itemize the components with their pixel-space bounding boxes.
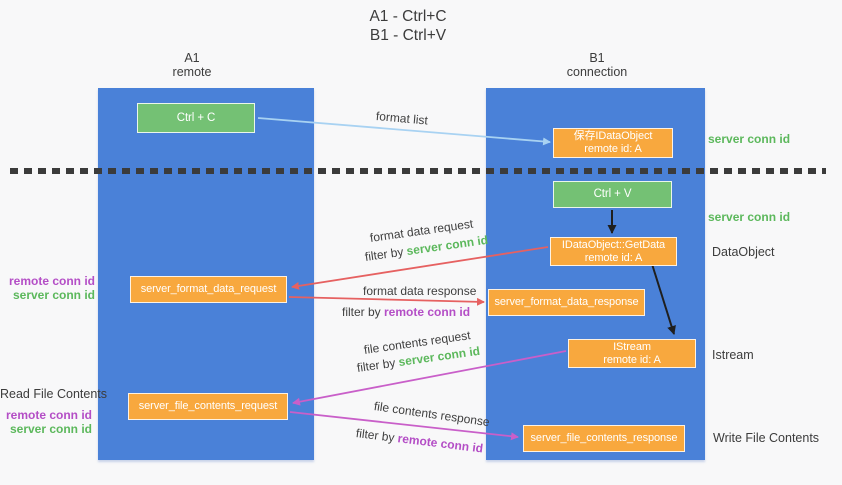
server-format-data-response-box: server_format_data_response <box>488 289 645 316</box>
istream-box: IStream remote id: A <box>568 339 696 368</box>
save-dataobject-line1: 保存IDataObject <box>573 130 653 142</box>
title-line-1: A1 - Ctrl+C <box>369 8 447 25</box>
title-line-2: B1 - Ctrl+V <box>369 27 447 44</box>
label-format-data-response: format data response <box>363 284 477 298</box>
server-conn-id-label: server conn id <box>9 422 92 436</box>
label-filter-by-remote-conn-id-file: filter by remote conn id <box>355 426 484 455</box>
server-format-data-response-label: server_format_data_response <box>494 296 639 308</box>
getdata-box: IDataObject::GetData remote id: A <box>550 237 677 266</box>
filter-by-text: filter by <box>356 355 400 375</box>
remote-conn-id-text: remote conn id <box>384 305 471 319</box>
server-file-contents-response-box: server_file_contents_response <box>523 425 685 452</box>
server-conn-id-right-middle: server conn id <box>708 210 791 224</box>
ctrl-v-label: Ctrl + V <box>593 188 632 200</box>
filter-by-text: filter by <box>342 305 385 319</box>
label-format-list: format list <box>375 109 429 128</box>
header-a1-name: A1 <box>184 51 200 65</box>
server-format-data-request-label: server_format_data_request <box>140 283 277 295</box>
save-dataobject-line2: remote id: A <box>584 143 642 155</box>
remote-conn-id-text: remote conn id <box>396 431 484 456</box>
istream-side-label: Istream <box>712 348 754 362</box>
dataobject-label: DataObject <box>712 245 775 259</box>
server-conn-id-right-top: server conn id <box>708 132 791 146</box>
server-file-contents-request-box: server_file_contents_request <box>128 393 288 420</box>
read-file-contents-label: Read File Contents <box>0 387 108 401</box>
write-file-contents-label: Write File Contents <box>713 431 820 445</box>
header-a1: A1 remote <box>132 51 252 79</box>
remote-conn-id-label: remote conn id <box>5 408 92 422</box>
filter-by-text: filter by <box>355 426 399 446</box>
header-b1-role: connection <box>566 65 628 79</box>
server-file-contents-response-label: server_file_contents_response <box>530 432 678 444</box>
save-dataobject-box: 保存IDataObject remote id: A <box>553 128 673 158</box>
remote-conn-id-label: remote conn id <box>8 274 95 288</box>
diagram-title: A1 - Ctrl+C B1 - Ctrl+V <box>308 7 508 45</box>
filter-by-text: filter by <box>364 244 408 264</box>
header-a1-role: remote <box>172 65 212 79</box>
server-format-data-request-box: server_format_data_request <box>130 276 287 303</box>
dotted-separator-line <box>10 168 826 174</box>
istream-line2: remote id: A <box>603 353 661 366</box>
left-conn-id-labels-file: remote conn id server conn id <box>0 408 92 436</box>
server-file-contents-request-label: server_file_contents_request <box>138 400 278 412</box>
header-b1: B1 connection <box>537 51 657 79</box>
ctrl-c-label: Ctrl + C <box>176 111 216 124</box>
getdata-line1: IDataObject::GetData <box>561 238 666 251</box>
getdata-line2: remote id: A <box>584 251 643 264</box>
label-filter-by-remote-conn-id-format: filter by remote conn id <box>342 305 470 319</box>
header-b1-name: B1 <box>589 51 605 65</box>
left-conn-id-labels-format: remote conn id server conn id <box>0 274 95 302</box>
server-conn-id-label: server conn id <box>12 288 95 302</box>
istream-line1: IStream <box>613 340 651 353</box>
ctrl-v-box: Ctrl + V <box>553 181 672 208</box>
label-file-contents-response: file contents response <box>373 399 491 430</box>
ctrl-c-box: Ctrl + C <box>137 103 255 133</box>
